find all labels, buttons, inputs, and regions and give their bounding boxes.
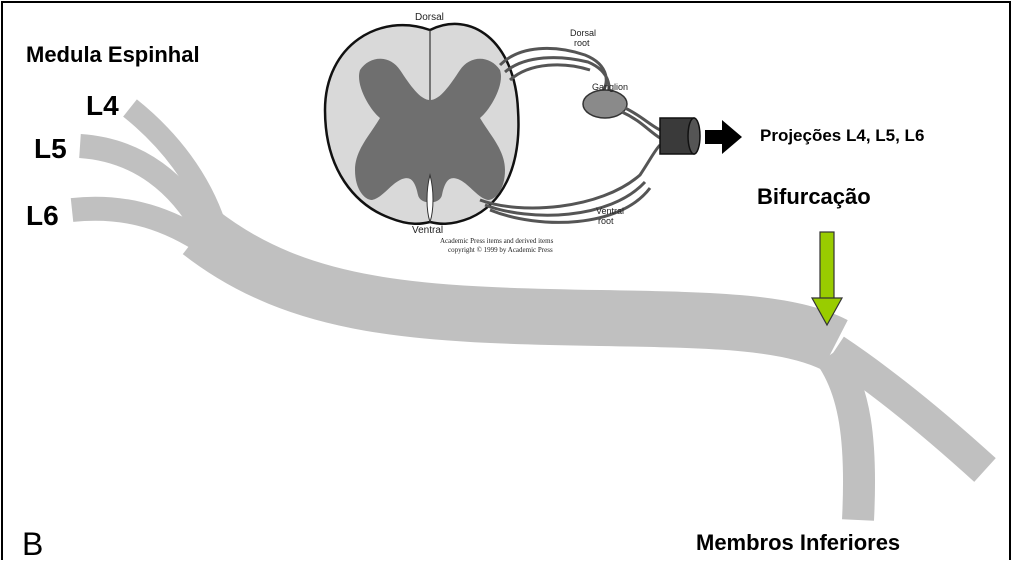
credit-line-2: copyright © 1999 by Academic Press — [448, 246, 553, 254]
cylinder-end — [688, 118, 700, 154]
ventral-root-label-1: Ventral — [596, 206, 624, 216]
ventral-label: Ventral — [412, 225, 443, 236]
post-ganglion-fibers — [622, 108, 660, 138]
ganglion-label: Ganglion — [592, 82, 628, 92]
ventral-root-label-2: root — [598, 216, 614, 226]
dorsal-root-label-1: Dorsal — [570, 28, 596, 38]
projection-arrow — [705, 120, 742, 154]
dorsal-label: Dorsal — [415, 12, 444, 23]
projections-label: Projeções L4, L5, L6 — [760, 126, 924, 146]
lower-limbs-label: Membros Inferiores — [696, 530, 900, 556]
panel-label: B — [22, 526, 43, 563]
spinal-cord-cross-section: Dorsal Dorsal root Ganglion Ventral Vent… — [325, 12, 700, 254]
l6-label: L6 — [26, 200, 59, 232]
l4-label: L4 — [86, 90, 119, 122]
credit-line-1: Academic Press items and derived items — [440, 237, 554, 245]
spinal-cord-label: Medula Espinhal — [26, 42, 200, 68]
dorsal-root-label-2: root — [574, 38, 590, 48]
ganglion-shape — [583, 90, 627, 118]
bifurcation-label: Bifurcação — [757, 184, 871, 210]
l5-label: L5 — [34, 133, 67, 165]
